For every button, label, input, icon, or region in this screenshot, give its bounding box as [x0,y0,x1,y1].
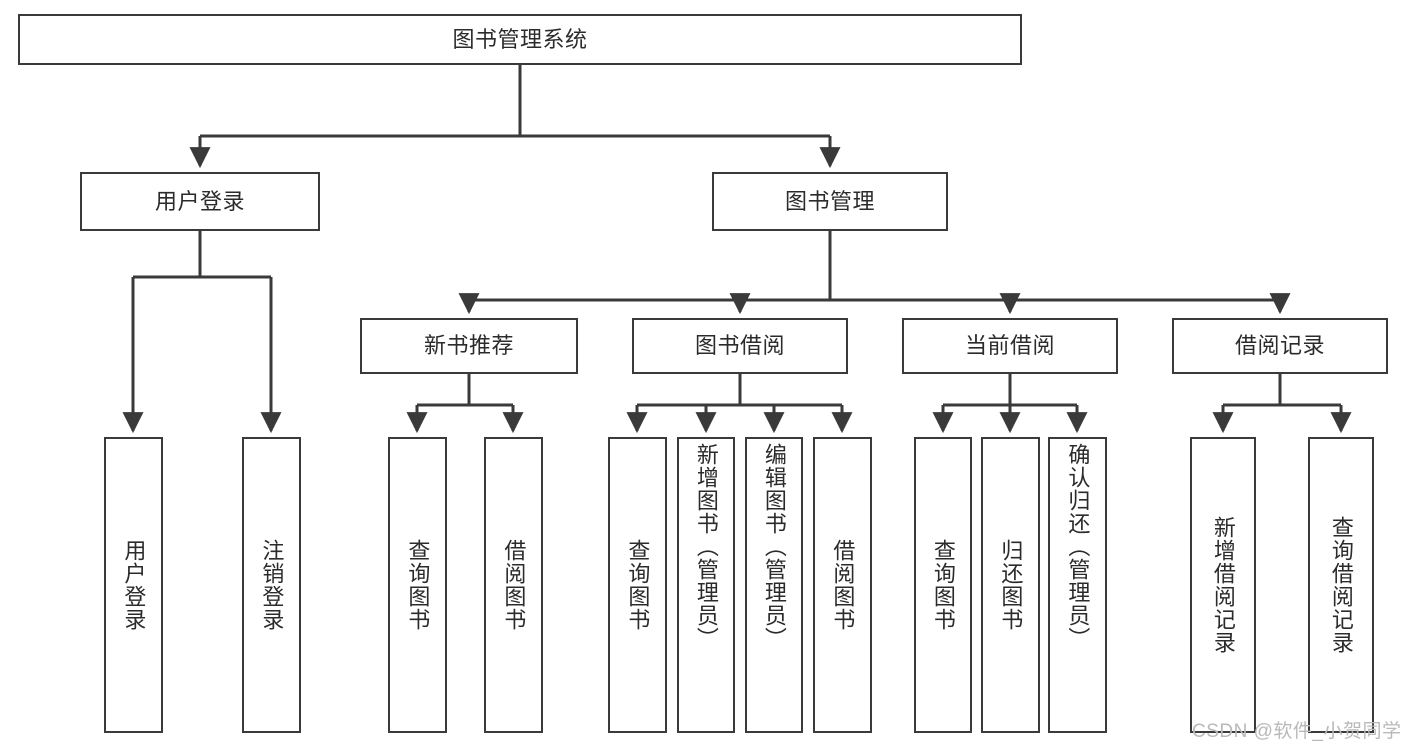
node-leaf-query-book-rec[interactable]: 查询图书 [388,437,447,733]
node-leaf-logout-label: 注销登录 [259,539,285,631]
node-leaf-borrow-book-rec-label: 借阅图书 [501,539,527,631]
node-book-borrow[interactable]: 图书借阅 [632,318,848,374]
node-new-book-recommend[interactable]: 新书推荐 [360,318,578,374]
node-leaf-query-book-current[interactable]: 查询图书 [914,437,972,733]
node-leaf-add-record-label: 新增借阅记录 [1210,516,1236,654]
node-leaf-query-record-label: 查询借阅记录 [1328,516,1354,654]
node-new-book-recommend-label: 新书推荐 [423,333,514,359]
node-leaf-query-book-borrow-label: 查询图书 [625,539,651,631]
node-leaf-return-book[interactable]: 归还图书 [981,437,1040,733]
node-leaf-confirm-return-label: 确认归还（管理员） [1065,443,1091,650]
csdn-watermark: CSDN @软件_小贺同学 [1192,721,1402,742]
node-root[interactable]: 图书管理系统 [18,14,1022,65]
node-leaf-confirm-return[interactable]: 确认归还（管理员） [1048,437,1107,733]
node-leaf-query-book-rec-label: 查询图书 [405,539,431,631]
node-leaf-query-book-borrow[interactable]: 查询图书 [608,437,667,733]
node-current-borrow[interactable]: 当前借阅 [902,318,1118,374]
node-leaf-query-record[interactable]: 查询借阅记录 [1308,437,1374,733]
node-leaf-add-record[interactable]: 新增借阅记录 [1190,437,1256,733]
node-book-manage[interactable]: 图书管理 [712,172,948,231]
node-book-borrow-label: 图书借阅 [694,333,785,359]
node-leaf-edit-book-label: 编辑图书（管理员） [761,443,787,650]
node-leaf-return-book-label: 归还图书 [998,539,1024,631]
node-leaf-query-book-current-label: 查询图书 [930,539,956,631]
node-leaf-add-book-label: 新增图书（管理员） [693,443,719,650]
node-leaf-logout[interactable]: 注销登录 [242,437,301,733]
node-borrow-record[interactable]: 借阅记录 [1172,318,1388,374]
node-book-manage-label: 图书管理 [784,188,875,214]
node-leaf-user-login[interactable]: 用户登录 [104,437,163,733]
node-leaf-borrow-book[interactable]: 借阅图书 [813,437,872,733]
node-leaf-borrow-book-label: 借阅图书 [830,539,856,631]
node-leaf-user-login-label: 用户登录 [121,539,147,631]
node-user-login[interactable]: 用户登录 [80,172,320,231]
node-leaf-add-book[interactable]: 新增图书（管理员） [677,437,735,733]
node-current-borrow-label: 当前借阅 [964,333,1055,359]
node-user-login-label: 用户登录 [154,188,245,214]
node-borrow-record-label: 借阅记录 [1234,333,1325,359]
node-root-label: 图书管理系统 [452,26,588,52]
node-leaf-edit-book[interactable]: 编辑图书（管理员） [745,437,803,733]
node-leaf-borrow-book-rec[interactable]: 借阅图书 [484,437,543,733]
